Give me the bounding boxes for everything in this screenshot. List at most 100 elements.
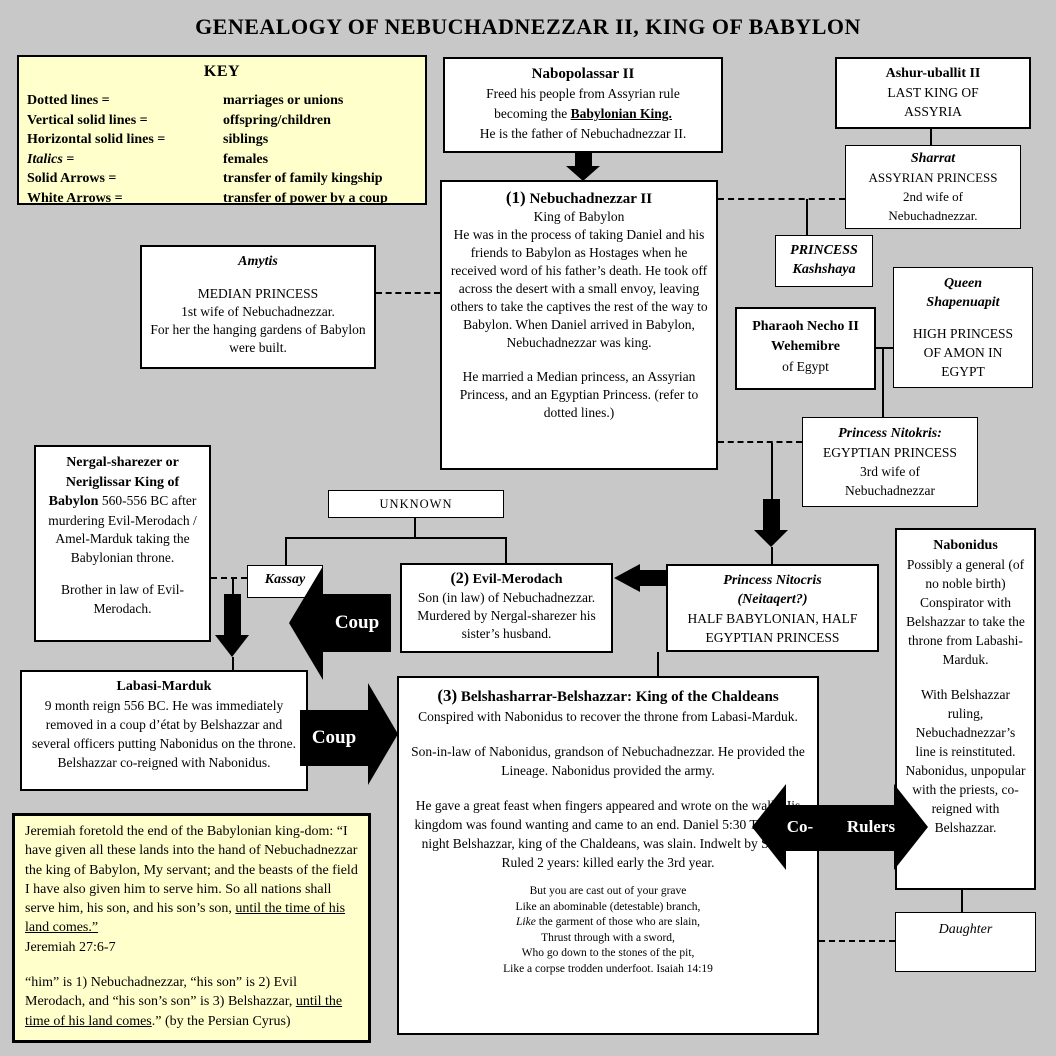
person-name: Princess Nitokris: (838, 426, 942, 441)
quote-line: But you are cast out of your grave (529, 885, 687, 897)
person-name: (Neitaqert?) (737, 592, 808, 607)
key-term-italics: Italics = (27, 151, 75, 167)
name-text: Nebuchadnezzar II (525, 191, 653, 207)
kingship-arrow-nitocris-to-evil-merodach (614, 564, 640, 592)
person-note: Son-in-law of Nabonidus, grandson of Neb… (411, 744, 805, 778)
offspring-line-kassay (285, 539, 287, 566)
spacer (410, 726, 806, 742)
quote-line: Like a corpse trodden underfoot. Isaiah … (503, 962, 713, 975)
quote-line: Like an abominable (detestable) branch, (515, 900, 701, 913)
person-note: Nergal-sharezer or Neriglissar King of B… (44, 453, 201, 567)
person-name: Wehemibre (771, 339, 840, 354)
spacer (142, 271, 374, 285)
person-note: HALF BABYLONIAN, HALF EGYPTIAN PRINCESS (687, 611, 858, 645)
co-rulers-arrow: Co- Rulers (752, 784, 928, 870)
box-sharrat: Sharrat ASSYRIAN PRINCESS 2nd wife of Ne… (845, 145, 1021, 229)
person-note: Possibly a general (of no noble birth) C… (906, 557, 1025, 667)
box-belshazzar: (3) Belshasharrar-Belshazzar: King of th… (397, 676, 819, 1035)
person-note: EGYPTIAN PRINCESS (823, 445, 957, 460)
box-nitokris: Princess Nitokris: EGYPTIAN PRINCESS 3rd… (802, 417, 978, 507)
note-text: “him” is 1) Nebuchadnezzar, “his son” is… (25, 975, 297, 1010)
person-note: Son (in law) of Nebuchadnezzar. Murdered… (417, 590, 596, 641)
box-necho: Pharaoh Necho II Wehemibre of Egypt (735, 307, 876, 390)
box-daughter: Daughter (895, 912, 1036, 972)
quote-italic: Like (516, 916, 536, 928)
person-note: With Belshazzar ruling, Nebuchadnezzar’s… (905, 687, 1026, 835)
person-note: LAST KING OF (887, 85, 979, 100)
arrow-head-down-icon (215, 635, 249, 657)
person-name: Ashur-uballit II (885, 66, 981, 81)
arrow-tail-line (232, 657, 234, 670)
key-def-horizontal: siblings (223, 132, 269, 147)
name-text: Belshasharrar-Belshazzar: King of the Ch… (457, 689, 779, 705)
kingship-arrow-to-labasi-marduk (224, 594, 241, 635)
king-number: (1) (505, 188, 526, 207)
kingship-arrow-nabopolassar-to-nebuchadnezzar (575, 153, 592, 166)
person-name: Princess Nitocris (723, 573, 822, 588)
box-nergal-sharezer: Nergal-sharezer or Neriglissar King of B… (34, 445, 211, 642)
person-name: Nabonidus (933, 538, 998, 553)
jeremiah-note: Jeremiah foretold the end of the Babylon… (12, 813, 371, 1043)
king-number: (2) (450, 570, 470, 587)
arrow-head-down-icon (566, 166, 600, 181)
person-name: Labasi-Marduk (116, 679, 212, 694)
person-name: (1) Nebuchadnezzar II (450, 189, 708, 208)
person-note: 3rd wife of (860, 464, 920, 479)
person-note: MEDIAN PRINCESS (197, 286, 319, 301)
quote-line: Thrust through with a sword, (541, 931, 675, 944)
person-note: Conspired with Nabonidus to recover the … (418, 709, 798, 724)
spacer (410, 780, 806, 796)
person-name: Pharaoh Necho II (752, 319, 859, 334)
box-shapenuapit: Queen Shapenuapit HIGH PRINCESS OF AMON … (893, 267, 1033, 388)
box-nabonidus: Nabonidus Possibly a general (of no nobl… (895, 528, 1036, 890)
coup-label: Coup (311, 727, 357, 748)
rulers-label: Rulers (846, 817, 896, 836)
box-nitocris: Princess Nitocris (Neitaqert?) HALF BABY… (666, 564, 879, 652)
key-legend: Dotted lines =marriages or unions Vertic… (19, 81, 425, 208)
offspring-line-unknown (414, 518, 416, 538)
arrow-tail-line (232, 579, 234, 595)
quote-line: Like the garment of those who are slain, (410, 915, 806, 931)
sibling-line-kassay-evil-merodach (285, 537, 507, 539)
note-emphasis: Babylonian King. (570, 106, 672, 121)
note-underline: until the time of his land comes (25, 994, 343, 1029)
person-name: (2) Evil-Merodach (408, 570, 605, 589)
spacer (44, 567, 201, 581)
key-def-solid-arrows: transfer of family kingship (223, 171, 383, 186)
person-note: Brother in law of Evil-Merodach. (61, 582, 184, 616)
coup-arrow-right: Coup (300, 710, 368, 766)
key-term-dotted: Dotted lines = (27, 93, 110, 108)
offspring-line-evil-merodach (505, 539, 507, 564)
box-kashshaya: PRINCESS Kashshaya (775, 235, 873, 287)
person-note: ASSYRIA (904, 104, 962, 119)
spacer (894, 312, 1032, 324)
marriage-line-nergal-kassay (211, 577, 247, 579)
note-underline: until the time of his land comes.” (25, 901, 346, 936)
spacer (410, 872, 806, 884)
offspring-line-nitocris (771, 443, 773, 499)
quote-text: the garment of those who are slain, (535, 916, 700, 928)
box-nebuchadnezzar: (1) Nebuchadnezzar II King of Babylon He… (440, 180, 718, 470)
arrow-head-down-icon (754, 530, 788, 547)
person-note: Nebuchadnezzar (845, 483, 935, 498)
key-term-horizontal: Horizontal solid lines = (27, 132, 166, 147)
union-line-necho-shapenuapit (876, 347, 893, 349)
person-name: Queen (943, 276, 983, 291)
person-note: HIGH PRINCESS (912, 326, 1014, 341)
person-name: Nabopolassar II (531, 66, 635, 82)
person-note: Freed his people from Assyrian rule (486, 86, 680, 101)
person-name: UNKNOWN (379, 497, 453, 511)
person-note: Nebuchadnezzar. (888, 208, 978, 223)
co-label: Co- (786, 817, 814, 836)
arrow-body (786, 805, 894, 851)
offspring-line-belshazzar (657, 652, 659, 676)
coup-arrow-left-head-icon (289, 566, 323, 680)
key-heading: KEY (203, 63, 241, 80)
jeremiah-paragraph-2: “him” is 1) Nebuchadnezzar, “his son” is… (25, 973, 358, 1031)
key-term-vertical: Vertical solid lines = (27, 112, 148, 128)
coup-arrow-right-head-icon (368, 683, 398, 785)
key-def-vertical: offspring/children (223, 112, 331, 128)
person-note: He is the father of Nebuchadnezzar II. (479, 126, 687, 141)
name-text: Evil-Merodach (469, 572, 563, 587)
